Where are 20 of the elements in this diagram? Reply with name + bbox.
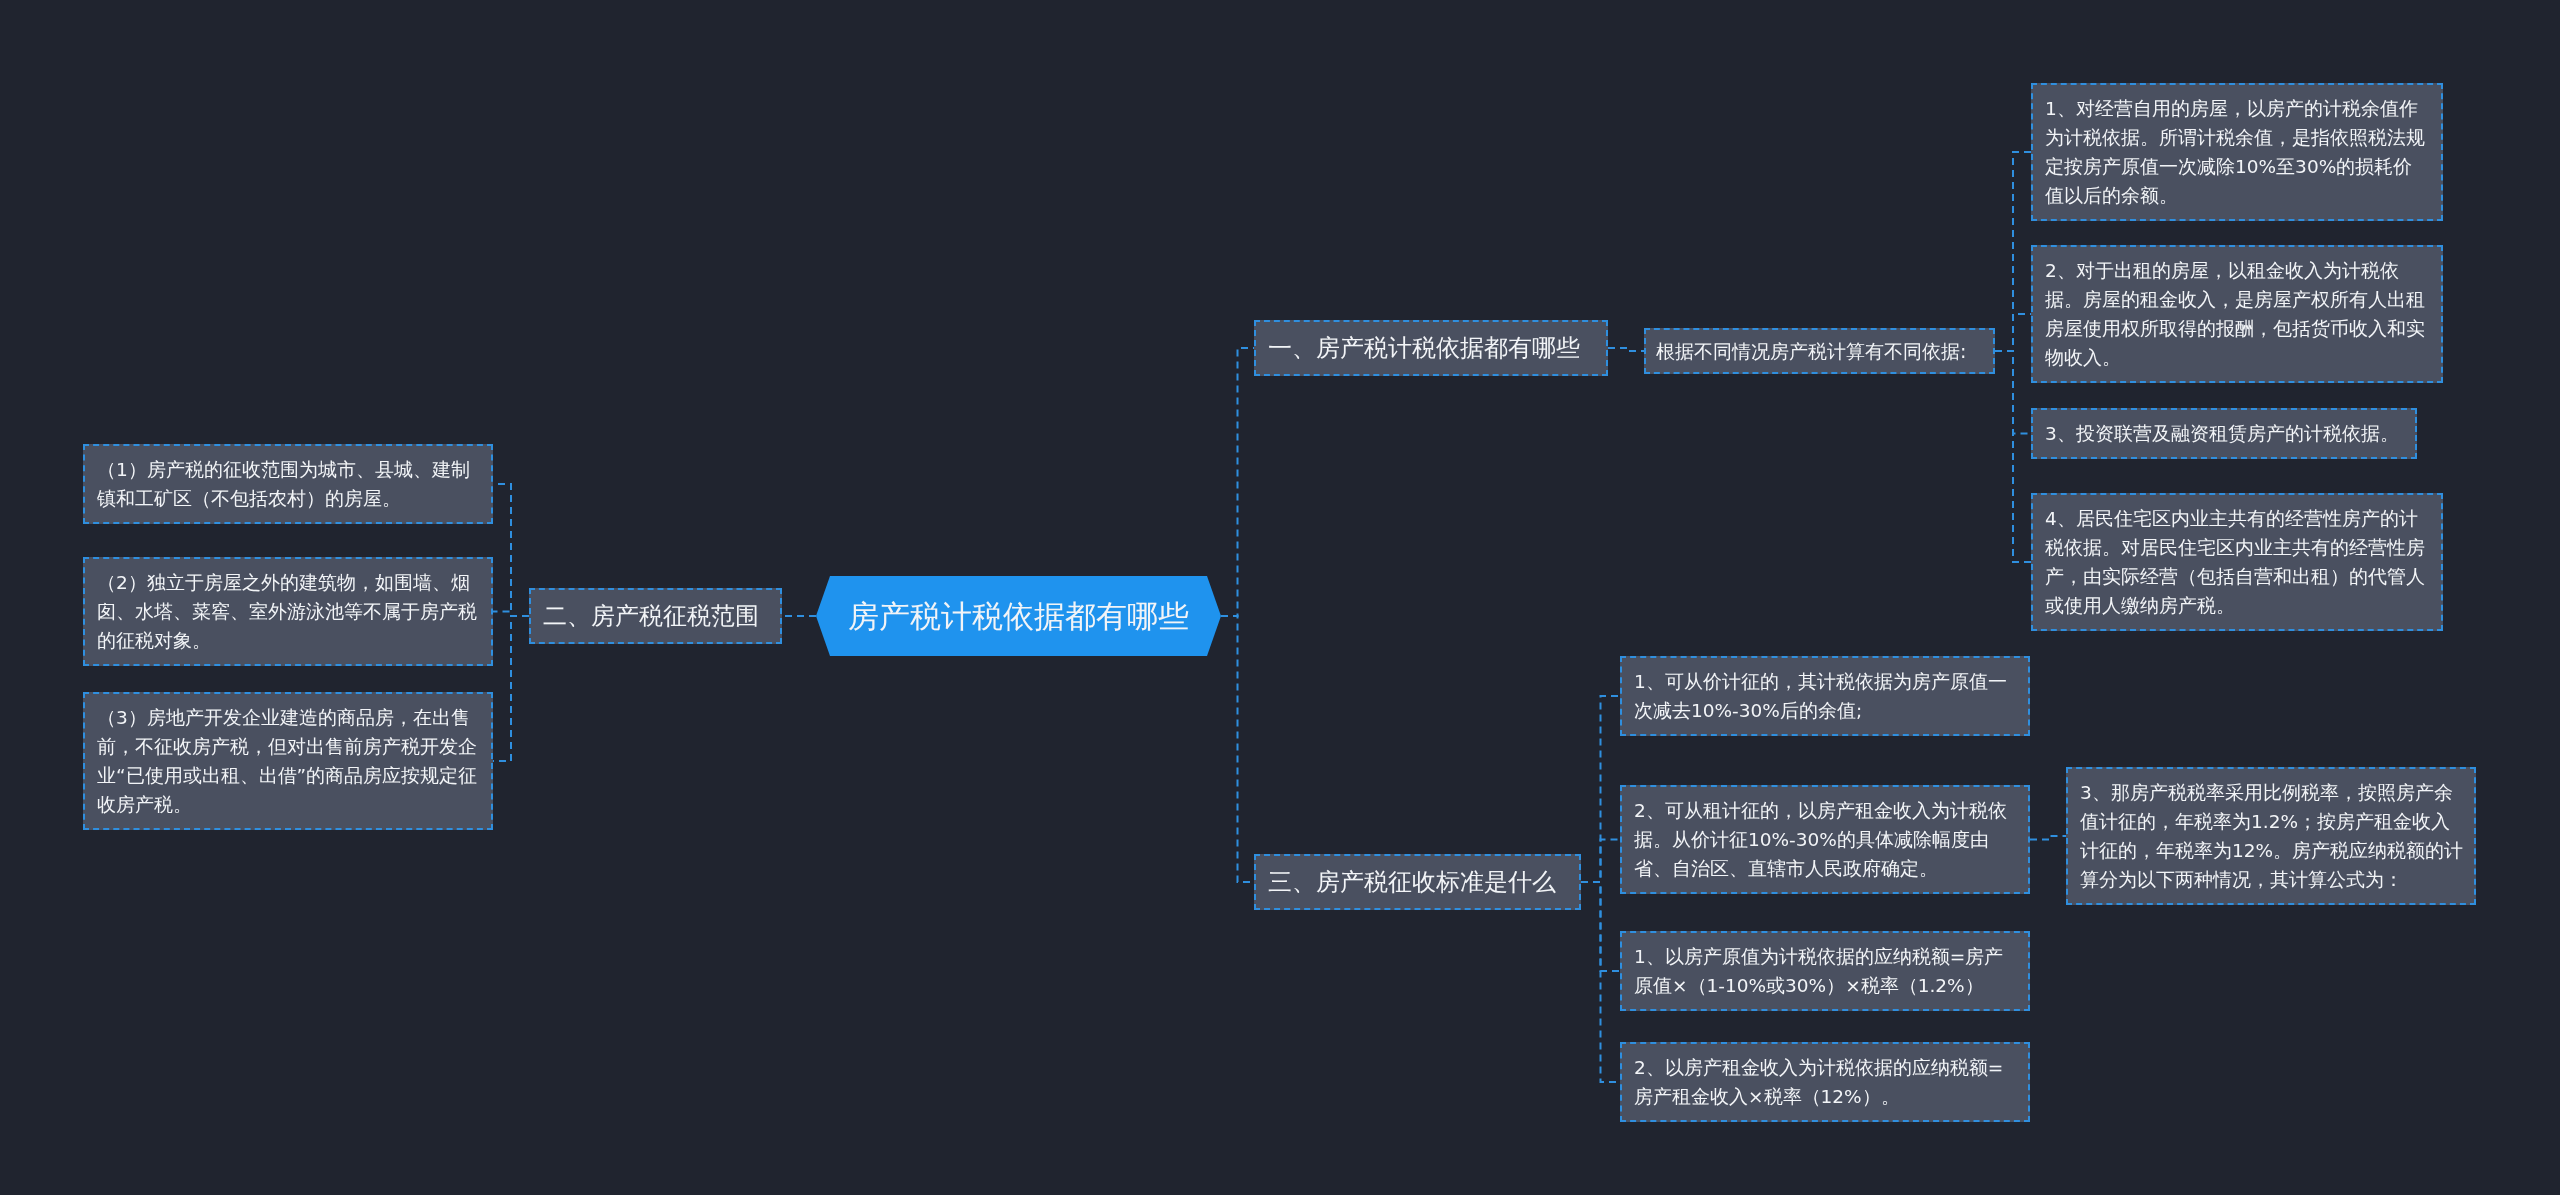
topic-box: 三、房产税征收标准是什么 [1254,854,1581,910]
text-box: （2）独立于房屋之外的建筑物，如围墙、烟囱、水塔、菜窖、室外游泳池等不属于房产税的征税对象。 [83,557,493,666]
text-box: 1、以房产原值为计税依据的应纳税额=房产原值×（1-10%或30%）×税率（1.2%） [1620,931,2030,1011]
text-box: （3）房地产开发企业建造的商品房，在出售前，不征收房产税，但对出售前房产税开发企业“已使用或出租、出借”的商品房应按规定征收房产税。 [83,692,493,830]
topic-box: 一、房产税计税依据都有哪些 [1254,320,1608,376]
topic-box: 二、房产税征税范围 [529,588,782,644]
text-box: 2、可从租计征的，以房产租金收入为计税依据。从价计征10%-30%的具体减除幅度由省、自治区、直辖市人民政府确定。 [1620,785,2030,894]
text-box: 2、以房产租金收入为计税依据的应纳税额=房产租金收入×税率（12%）。 [1620,1042,2030,1122]
connector-line [1607,347,1645,352]
text-box: 4、居民住宅区内业主共有的经营性房产的计税依据。对居民住宅区内业主共有的经营性房产，由实际经营（包括自营和出租）的代管人或使用人缴纳房产税。 [2031,493,2443,631]
subtopic-box: 根据不同情况房产税计算有不同依据: [1644,328,1995,374]
text-box: （1）房产税的征收范围为城市、县城、建制镇和工矿区（不包括农村）的房屋。 [83,444,493,524]
connector-line [1994,350,2032,563]
text-box: 3、投资联营及融资租赁房产的计税依据。 [2031,408,2417,459]
central-topic: 房产税计税依据都有哪些 [816,576,1221,656]
text-box: 2、对于出租的房屋，以租金收入为计税依据。房屋的租金收入，是房屋产权所有人出租房屋使用权所取得的报酬，包括货币收入和实物收入。 [2031,245,2443,383]
text-box: 1、对经营自用的房屋，以房产的计税余值作为计税依据。所谓计税余值，是指依照税法规定按房产原值一次减除10%至30%的损耗价值以后的余额。 [2031,83,2443,221]
text-box: 3、那房产税税率采用比例税率，按照房产余值计征的，年税率为1.2%；按房产租金收入计征的，年税率为12%。房产税应纳税额的计算分为以下两种情况，其计算公式为： [2066,767,2476,905]
text-box: 1、可从价计征的，其计税依据为房产原值一次减去10%-30%后的余值; [1620,656,2030,736]
connector-line [2029,835,2067,841]
